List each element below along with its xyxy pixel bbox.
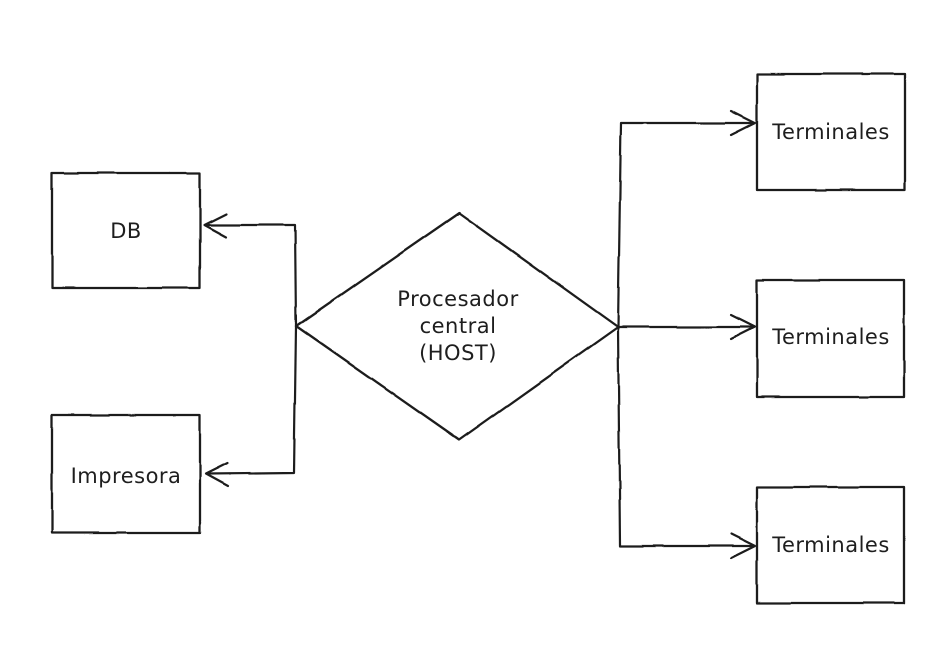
arrowhead [729,532,757,560]
impresora-node-label: Impresora [71,464,182,488]
terminales-top-node[interactable] [755,72,907,192]
arrowhead [202,212,228,239]
arrowhead [204,461,230,488]
host-label-line-2: central [420,314,497,338]
host-diamond-node[interactable] [294,211,620,442]
connector-line[interactable] [616,325,754,548]
terminales-bottom-node[interactable] [755,485,906,605]
db-node[interactable] [50,171,202,290]
arrowhead [729,313,757,341]
connector-host-terminales-top[interactable] [616,109,757,329]
connector-host-impresora[interactable] [204,324,298,488]
connector-host-terminales-bottom[interactable] [616,325,757,560]
terminales-middle-node-label: Terminales [771,325,890,349]
connector-line[interactable] [616,121,754,329]
terminales-top-node-label: Terminales [771,120,890,144]
connector-host-db[interactable] [202,212,298,328]
terminales-middle-node[interactable] [755,278,906,399]
host-diamond-label: Procesador central (HOST) [397,287,518,365]
impresora-node[interactable] [50,413,202,535]
terminales-bottom-node-label: Terminales [771,533,890,557]
arrowhead [729,109,757,137]
host-label-line-3: (HOST) [419,341,497,365]
connector-line[interactable] [205,324,298,476]
connector-host-terminales-middle[interactable] [616,313,757,341]
connector-line[interactable] [204,223,298,328]
host-label-line-1: Procesador [397,287,518,311]
db-node-label: DB [110,219,142,243]
